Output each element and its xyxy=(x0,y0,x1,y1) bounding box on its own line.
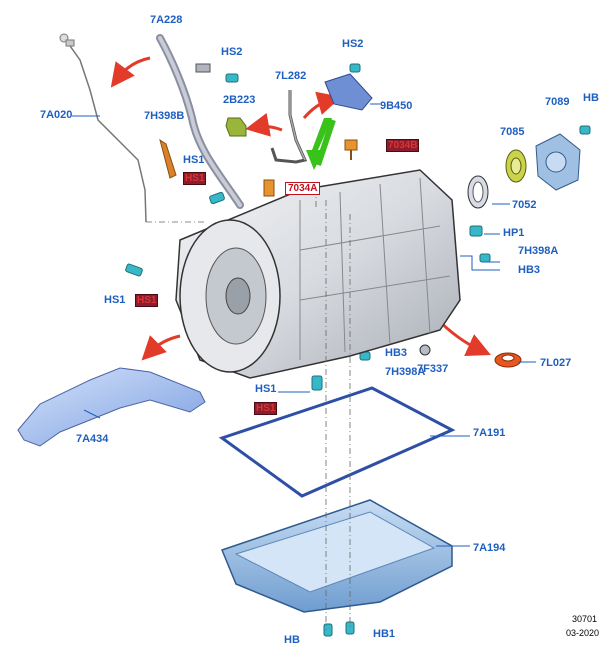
dipstick-part xyxy=(59,33,147,223)
label-7f337: 7F337 xyxy=(417,363,449,375)
label-7a228: 7A228 xyxy=(150,14,183,26)
cover-plate-part xyxy=(324,73,373,111)
seal-7l027 xyxy=(494,352,522,368)
label-hs1-highlight: HS1 xyxy=(135,294,159,307)
label-7089: 7089 xyxy=(545,96,570,108)
label-hs1: HS1 xyxy=(183,154,205,166)
label-7034a-highlight: 7034A xyxy=(285,182,321,195)
label-7l027: 7L027 xyxy=(540,357,572,369)
label-7052: 7052 xyxy=(512,199,537,211)
bolts xyxy=(125,63,591,637)
label-hb1: HB1 xyxy=(373,628,396,640)
label-hs1: HS1 xyxy=(255,383,277,395)
label-hs2: HS2 xyxy=(342,38,364,50)
wiring-harness-part xyxy=(270,90,308,164)
label-7h398a: 7H398A xyxy=(518,245,559,257)
label-7a191: 7A191 xyxy=(473,427,506,439)
label-7a020: 7A020 xyxy=(40,109,73,121)
label-7h398b: 7H398B xyxy=(144,110,185,122)
label-7l282: 7L282 xyxy=(275,70,307,82)
label-7h398a: 7H398A xyxy=(385,366,426,378)
oil-pan-part xyxy=(221,499,453,613)
label-hs2: HS2 xyxy=(221,46,243,58)
label-hb3: HB3 xyxy=(518,264,541,276)
label-hb3: HB3 xyxy=(385,347,408,359)
label-7a434: 7A434 xyxy=(76,433,109,445)
label-hs1-highlight: HS1 xyxy=(254,402,278,415)
label-7a194: 7A194 xyxy=(473,542,506,554)
heat-shield-part xyxy=(17,367,206,447)
pan-gasket-part xyxy=(218,386,456,498)
diagram-code: 30701 xyxy=(572,614,598,624)
label-hs1: HS1 xyxy=(104,294,126,306)
label-hp1: HP1 xyxy=(503,227,525,239)
green-arrow-shaft xyxy=(315,119,336,166)
leader-lines xyxy=(72,103,536,547)
label-7085: 7085 xyxy=(500,126,525,138)
bracket-part xyxy=(225,117,247,137)
label-2b223: 2B223 xyxy=(223,94,256,106)
label-hb: HB xyxy=(583,92,599,104)
sensors xyxy=(159,138,358,197)
transmission-case xyxy=(175,169,461,379)
green-arrow xyxy=(306,118,332,170)
label-7034b-highlight: 7034B xyxy=(386,139,420,152)
label-9b450: 9B450 xyxy=(380,100,413,112)
output-components xyxy=(467,133,581,209)
plug-7f337 xyxy=(419,344,431,356)
diagram-date: 03-2020 xyxy=(566,628,600,638)
fill-tube-part xyxy=(156,34,244,209)
label-hs1-highlight: HS1 xyxy=(183,172,207,185)
label-hb: HB xyxy=(284,634,300,646)
